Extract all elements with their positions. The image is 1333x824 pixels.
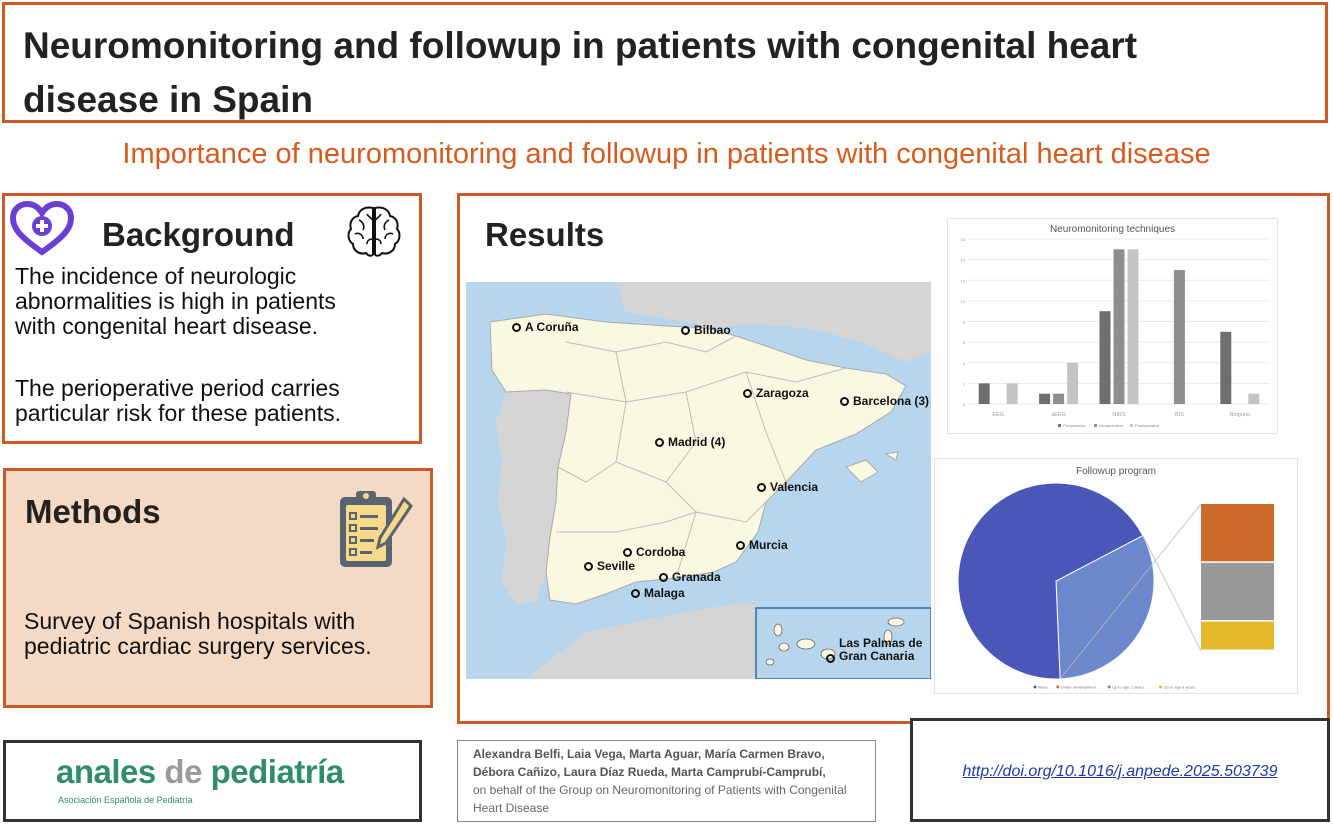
bar-ytick-label: 4 [963,361,966,366]
bar-legend-swatch [1058,424,1061,427]
bar-ytick-label: 6 [963,340,966,345]
bar-category-label: Ninguno [1230,412,1251,418]
map-city-las-palmas: Las Palmas de Gran Canaria [826,637,926,663]
map-city-seville: Seville [584,559,635,573]
neuromonitoring-bar-chart: Neuromonitoring techniques 0 2 4 6 8 10 12 14 16… [947,218,1278,434]
map-france [616,282,931,362]
journal-logo: anales de pediatría [56,753,344,790]
bar-ytick-label: 16 [961,237,966,242]
bar-legend-label: Preoperative [1063,423,1086,428]
pie-legend-label: Up to age 2 years [1112,685,1144,690]
pie-legend-swatch [1159,685,1163,689]
breakdown-bar-under-development [1201,504,1274,562]
map-city-cordoba: Cordoba [623,545,685,559]
bar-ninguno-postoperative [1248,393,1260,404]
title-box: Neuromonitoring and followup in patients… [2,2,1328,123]
bar-aeeg-intraoperative [1053,393,1065,404]
journal-logo-tagline: Asociación Española de Pediatría [58,795,193,805]
doi-box: http://doi.org/10.1016/j.anpede.2025.503… [910,718,1330,822]
pie-legend-swatch [1056,685,1060,689]
bar-ytick-label: 8 [963,320,966,325]
results-heading: Results [485,216,605,253]
map-africa [526,602,766,679]
breakdown-bar-up-to-age-6-years [1201,621,1274,650]
map-mallorca [845,459,879,483]
map-city-madrid: Madrid (4) [655,435,725,449]
map-city-granada: Granada [659,570,721,584]
bar-ninguno-preoperative [1220,331,1232,404]
authors-line-2: Débora Cañizo, Laura Díaz Rueda, Marta C… [473,765,826,779]
bar-nirs-postoperative [1127,249,1139,404]
methods-heading: Methods [25,493,161,530]
bar-ytick-label: 10 [961,299,966,304]
followup-pie-chart: Followup program None Under development Up… [934,458,1298,694]
bar-category-label: BIS [1175,412,1184,418]
bar-eeg-postoperative [1006,383,1018,404]
spain-map: A Coruña Bilbao Zaragoza Barcelona (3) M… [466,282,931,679]
authors-line-1: Alexandra Belfi, Laia Vega, Marta Aguar,… [473,747,825,761]
bar-category-label: NIRS [1112,412,1125,418]
bar-ytick-label: 0 [963,402,966,407]
background-paragraph-1: The incidence of neurologic abnormalitie… [15,263,336,339]
pie-slice-up-to-age-2-years [1055,534,1155,680]
bar-legend-swatch [1130,424,1133,427]
results-panel: Results [457,193,1330,724]
authors-box: Alexandra Belfi, Laia Vega, Marta Aguar,… [457,740,876,822]
journal-logo-box: anales de pediatría Asociación Española … [3,740,422,822]
map-city-valencia: Valencia [757,480,818,494]
pie-slice-none [957,482,1144,680]
brain-icon [347,206,401,257]
bar-aeeg-postoperative [1067,362,1079,404]
map-city-malaga: Malaga [631,586,685,600]
pie-legend-swatch [1033,685,1037,689]
bar-bis-intraoperative [1173,269,1185,404]
pie-chart-title: Followup program [1075,466,1157,477]
bar-ytick-label: 12 [961,278,966,283]
pie-legend-label: None [1038,685,1048,690]
methods-panel: Methods Survey of Spanish hospitals with… [3,468,433,708]
pie-legend-swatch [1107,685,1111,689]
page-subtitle: Importance of neuromonitoring and follow… [122,138,1211,170]
bar-legend-label: Postoperative [1135,423,1160,428]
map-city-zaragoza: Zaragoza [743,386,809,400]
map-portugal [496,390,571,604]
breakdown-connector [1059,503,1202,680]
bar-nirs-preoperative [1099,311,1111,404]
bar-aeeg-preoperative [1039,393,1051,404]
bar-legend-swatch [1094,424,1097,427]
map-city-murcia: Murcia [736,538,788,552]
pie-legend-label: Under development [1061,685,1097,690]
map-city-bilbao: Bilbao [681,323,731,337]
authors-line-3: on behalf of the Group on Neuromonitorin… [473,783,847,815]
bar-category-label: EEG [992,412,1004,418]
bar-eeg-preoperative [978,383,990,404]
bar-ytick-label: 2 [963,381,966,386]
doi-link[interactable]: http://doi.org/10.1016/j.anpede.2025.503… [962,763,1278,780]
page-title: Neuromonitoring and followup in patients… [23,25,1138,120]
bar-chart-title: Neuromonitoring techniques [1049,224,1176,235]
bar-legend-label: Intraoperative [1099,423,1124,428]
clipboard-checklist-icon [340,491,413,567]
bar-nirs-intraoperative [1113,249,1125,404]
background-heading: Background [102,216,295,253]
pie-legend-label: Up to age 6 years [1164,685,1196,690]
map-city-barcelona: Barcelona (3) [840,394,929,408]
methods-text: Survey of Spanish hospitals with pediatr… [24,608,372,659]
authors-text: Alexandra Belfi, Laia Vega, Marta Aguar,… [473,745,868,817]
spain-map-drawing [489,282,931,679]
breakdown-bar-up-to-age-2-years [1201,562,1274,621]
pie-chart-plot: None Under development Up to age 2 years Up… [957,482,1274,690]
heart-plus-icon [9,200,75,256]
map-city-a-coruna: A Coruña [512,320,579,334]
map-region-borders [556,335,847,579]
background-panel: Background The incidence of neurologic a… [2,193,422,444]
map-menorca [884,451,899,461]
background-paragraph-2: The perioperative period carries particu… [15,375,341,426]
breakdown-connector [1142,535,1202,652]
bar-category-label: aEEG [1051,412,1066,418]
bar-ytick-label: 14 [961,258,966,263]
